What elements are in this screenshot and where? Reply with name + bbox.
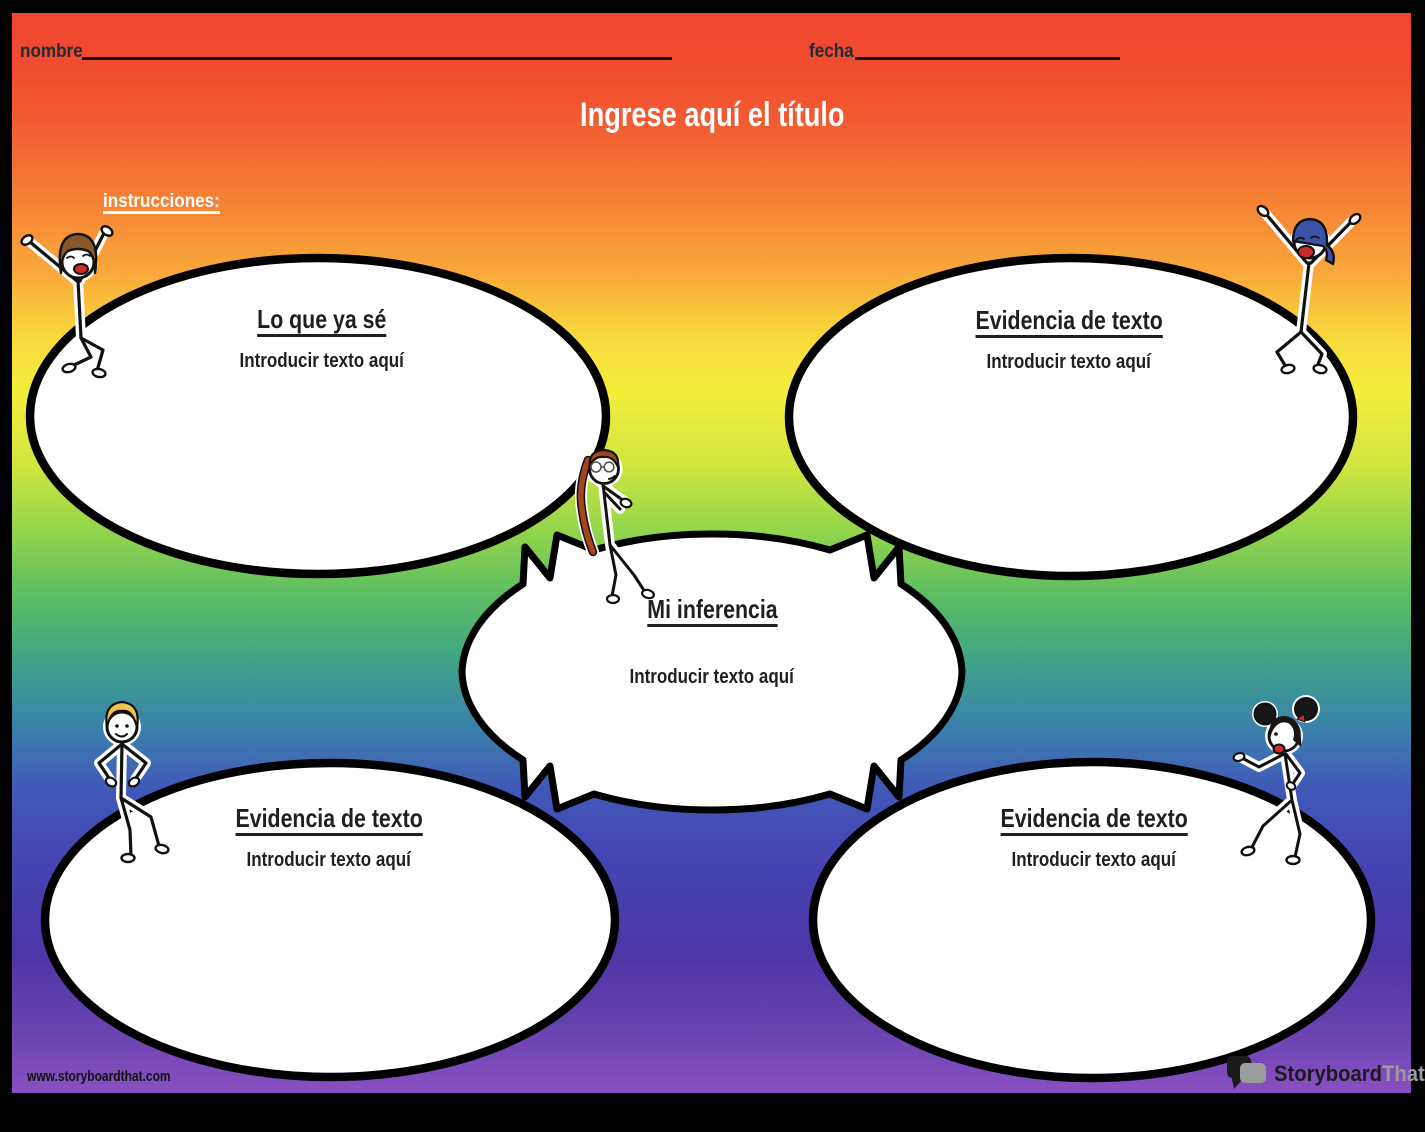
stick-figure-girl-center-icon <box>574 448 655 605</box>
name-input-line[interactable] <box>82 57 672 60</box>
storyboardthat-logo: StoryboardThat <box>1226 1055 1425 1093</box>
date-input-line[interactable] <box>855 57 1120 60</box>
instructions-label: instrucciones: <box>103 191 220 212</box>
bubble-top-right-shape[interactable] <box>784 253 1358 581</box>
bubble-bottom-left-shape[interactable] <box>40 758 620 1082</box>
name-label: nombre <box>20 41 83 62</box>
logo-text: StoryboardThat <box>1274 1061 1425 1086</box>
bubble-top-left-shape[interactable] <box>25 253 611 579</box>
bubble-bottom-right-shape[interactable] <box>808 757 1376 1083</box>
website-url: www.storyboardthat.com <box>27 1068 171 1085</box>
stick-figure-boy-top-right-icon <box>1256 204 1362 375</box>
stick-figure-boy-bottom-left-icon <box>94 700 170 864</box>
date-label: fecha <box>809 41 854 62</box>
stick-figure-girl-top-left-icon <box>20 225 114 379</box>
speech-bubbles-logo-icon <box>1227 1056 1266 1089</box>
stick-figure-girl-bottom-right-icon <box>1232 695 1320 866</box>
bubble-center-burst-shape[interactable] <box>458 530 966 814</box>
